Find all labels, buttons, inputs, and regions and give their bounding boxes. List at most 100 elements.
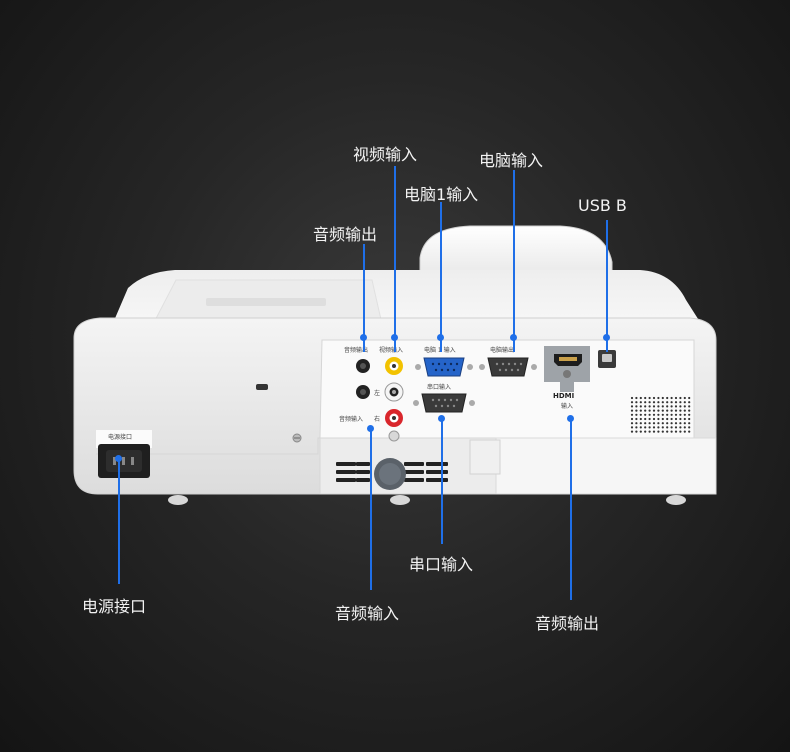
grille-hole [688,426,691,429]
grille-hole [674,409,678,412]
grille-hole [661,413,664,416]
security-slot [256,384,268,390]
grille-hole [648,426,651,429]
callout-audio-out-bottom: 音频输出 [535,614,600,633]
grille-hole [688,396,691,400]
grille-hole [674,413,678,416]
grille-hole [648,422,651,425]
grille-hole [679,430,682,433]
grille-hole [679,413,682,416]
grille-hole [657,396,660,400]
grille-hole [630,409,634,412]
grille-hole [657,409,660,412]
grille-hole [652,405,656,408]
grille-hole [670,422,673,425]
leader-computer-in [513,170,515,352]
grille-hole [648,417,651,421]
grille-hole [683,409,686,412]
grille-hole [674,405,678,408]
grille-hole [639,422,642,425]
grille-hole [679,417,682,421]
grille-hole [688,430,691,433]
panel-label-serial-in: 串口输入 [427,384,452,391]
leader-audio-out-top [363,244,365,352]
grille-hole [652,413,656,416]
grille-hole [683,430,686,433]
grille-hole [648,409,651,412]
panel-label-audio-in: 音频输入 [339,416,364,423]
grille-hole [648,430,651,433]
grille-hole [652,422,656,425]
grille-hole [674,426,678,429]
grille-hole [657,430,660,433]
grille-hole [657,426,660,429]
grille-hole [670,413,673,416]
grille-hole [644,409,647,412]
callout-usb-b: USB B [578,196,627,215]
panel-label-right: 右 [374,416,381,423]
grille-hole [644,396,647,400]
grille-hole [674,401,678,404]
grille-hole [666,426,669,429]
grille-hole [661,405,664,408]
grille-hole [661,396,664,400]
leader-audio-in [370,428,372,590]
grille-hole [666,417,669,421]
grille-hole [652,396,656,400]
grille-hole [657,401,660,404]
grille-hole [630,396,634,400]
grille-hole [644,422,647,425]
grille-hole [688,413,691,416]
vga-computer1-port [423,357,465,377]
grille-hole [688,409,691,412]
callout-audio-out-top: 音频输出 [313,225,378,244]
grille-hole [644,426,647,429]
grille-hole [635,401,638,404]
grille-hole [688,405,691,408]
grille-hole [635,426,638,429]
grille-hole [639,409,642,412]
grille-hole [644,405,647,408]
grille-hole [661,409,664,412]
grille-hole [674,430,678,433]
serial-port [421,393,467,413]
grille-hole [670,409,673,412]
grille-hole [639,426,642,429]
callout-computer1-in: 电脑1输入 [404,185,479,204]
grille-hole [666,413,669,416]
grille-hole [630,401,634,404]
grille-hole [661,417,664,421]
grille-hole [648,405,651,408]
leader-serial-in [441,418,443,544]
grille-hole [635,430,638,433]
grille-hole [670,401,673,404]
grille-hole [679,426,682,429]
grille-hole [644,430,647,433]
grille-hole [670,426,673,429]
grille-hole [630,405,634,408]
grille-hole [688,401,691,404]
callout-video-in: 视频输入 [353,145,418,164]
grille-hole [674,396,678,400]
grille-hole [630,430,634,433]
grille-hole [679,401,682,404]
grille-hole [683,426,686,429]
grille-hole [670,405,673,408]
leader-audio-out-bottom [570,418,572,600]
grille-hole [688,422,691,425]
grille-hole [648,396,651,400]
grille-hole [639,413,642,416]
grille-hole [670,396,673,400]
grille-hole [652,430,656,433]
grille-hole [657,422,660,425]
grille-hole [666,401,669,404]
grille-hole [657,417,660,421]
leader-power [118,458,120,584]
callout-audio-in: 音频输入 [335,604,400,623]
grille-hole [644,417,647,421]
grille-hole [644,401,647,404]
panel-label-power: 电源接口 [108,434,133,441]
vents [336,462,448,482]
panel-label-video-in: 视频输入 [379,347,404,354]
